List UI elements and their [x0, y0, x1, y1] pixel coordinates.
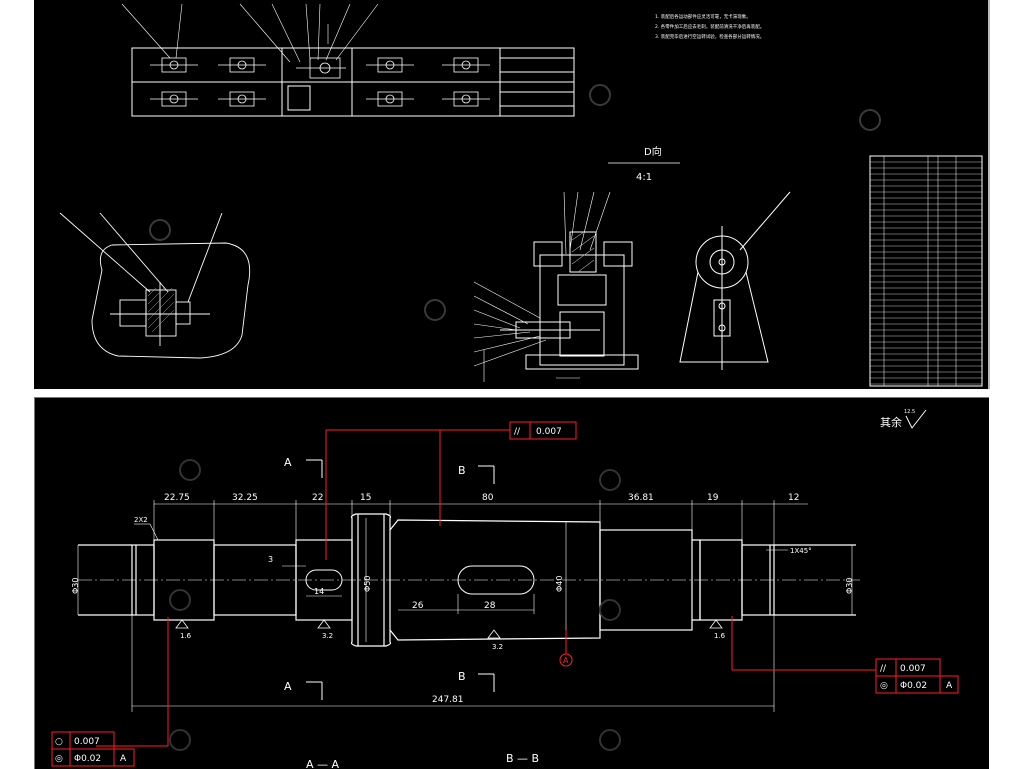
assembly-drawing-canvas: 1. 装配后各运动部件应灵活可靠，无卡滞现象。 2. 各零件加工后应去毛刺，装配… — [59, 3, 983, 387]
detail-view-housing — [59, 212, 251, 359]
bracket-section-view — [500, 231, 639, 370]
shaft-drawing-sheet — [34, 397, 989, 769]
datum-a-marker — [559, 653, 573, 667]
sheet-gap — [0, 389, 1024, 397]
watermark-logos-bottom — [169, 459, 621, 751]
clamp-unit-9 — [442, 91, 490, 107]
section-bb-label: B — B — [506, 752, 539, 765]
note-3: 3. 装配完毕后进行空运转试验，检查各部分运转情况。 — [655, 33, 764, 40]
clamp-unit-3 — [150, 91, 198, 107]
note-2: 2. 各零件加工后应去毛刺，装配前清洗干净后再装配。 — [655, 23, 764, 30]
roughness-symbol-2 — [317, 619, 331, 629]
roughness-rest-label: 其余 — [880, 415, 902, 429]
fcf-right-value-2: Φ0.02 — [900, 681, 927, 691]
clamp-unit-4 — [218, 91, 266, 107]
roughness-symbol-4 — [709, 619, 723, 629]
dim-top-1: 22.75 — [164, 493, 190, 503]
support-stand-view — [679, 191, 791, 370]
dim-top-6: 36.81 — [628, 493, 654, 503]
view-d-label: D向 — [644, 145, 662, 158]
fcf-left-datum: A — [120, 754, 127, 764]
dim-overall-length: 247.81 — [432, 695, 464, 705]
dia-right: Φ30 — [845, 578, 854, 594]
fcf-left: ○ 0.007 ◎ Φ0.02 A — [51, 731, 135, 767]
note-1: 1. 装配后各运动部件应灵活可靠，无卡滞现象。 — [655, 13, 751, 20]
fcf-right-datum: A — [946, 681, 953, 691]
fcf-left-symbol-1: ○ — [55, 737, 63, 747]
fcf-top: // 0.007 — [509, 421, 577, 440]
dim-top-3: 22 — [312, 493, 323, 503]
dim-top-5: 80 — [482, 493, 494, 503]
fcf-left-symbol-2: ◎ — [55, 754, 63, 764]
dim-top-7: 19 — [707, 493, 719, 503]
dim-top-2: 32.25 — [232, 493, 258, 503]
watermark-logos — [149, 84, 881, 321]
dia-left: Φ30 — [71, 578, 80, 594]
dim-key-a-width: 3 — [268, 555, 273, 564]
shaft-body — [78, 513, 856, 647]
fcf-left-value-1: 0.007 — [74, 737, 100, 747]
roughness-rest-symbol — [905, 409, 927, 429]
keyway-b — [457, 565, 535, 595]
dim-top-4: 15 — [360, 493, 371, 503]
roughness-symbol-1 — [175, 619, 189, 629]
dimension-chain — [77, 500, 853, 712]
fcf-right: // 0.007 ◎ Φ0.02 A — [875, 658, 959, 694]
roughness-rest-value: 12.5 — [904, 409, 915, 415]
clamp-unit-6 — [366, 57, 414, 73]
keyway-a — [305, 569, 343, 591]
dim-chamfer-right: 1X45° — [790, 547, 812, 555]
fcf-right-symbol-2: ◎ — [880, 681, 888, 691]
roughness-value-2: 3.2 — [322, 632, 333, 640]
roughness-value-1: 1.6 — [180, 632, 192, 640]
dim-top-8: 12 — [788, 493, 799, 503]
fcf-left-value-2: Φ0.02 — [74, 754, 101, 764]
clamp-unit-7 — [442, 57, 490, 73]
datum-a-label: A — [563, 656, 569, 665]
fcf-top-symbol: // — [514, 427, 521, 437]
roughness-symbol-3 — [487, 629, 501, 639]
tolerance-leaders — [96, 429, 876, 747]
dim-chamfer-left: 2X2 — [134, 516, 148, 524]
clamp-unit-2 — [218, 57, 266, 73]
dim-key-a-length: 14 — [314, 587, 324, 596]
section-a-top: A — [284, 456, 292, 469]
clamp-unit-5 — [296, 57, 346, 79]
fcf-top-value: 0.007 — [536, 427, 562, 437]
view-d-scale: 4:1 — [636, 172, 652, 183]
section-a-bottom: A — [284, 680, 292, 693]
clamp-unit-1 — [150, 57, 198, 73]
clamp-unit-8 — [366, 91, 414, 107]
section-b-top: B — [458, 464, 466, 477]
dia-collar: Φ50 — [363, 576, 372, 592]
parts-list-table — [869, 155, 983, 387]
roughness-value-4: 1.6 — [714, 632, 726, 640]
fcf-right-symbol-1: // — [880, 664, 887, 674]
fcf-right-value-1: 0.007 — [900, 664, 926, 674]
dia-middle: Φ40 — [555, 576, 564, 592]
dim-key-b-position: 26 — [412, 601, 424, 611]
section-aa-label: A — A — [306, 758, 340, 768]
roughness-value-3: 3.2 — [492, 643, 503, 651]
dim-key-b-length: 28 — [484, 601, 496, 611]
section-b-bottom: B — [458, 670, 466, 683]
